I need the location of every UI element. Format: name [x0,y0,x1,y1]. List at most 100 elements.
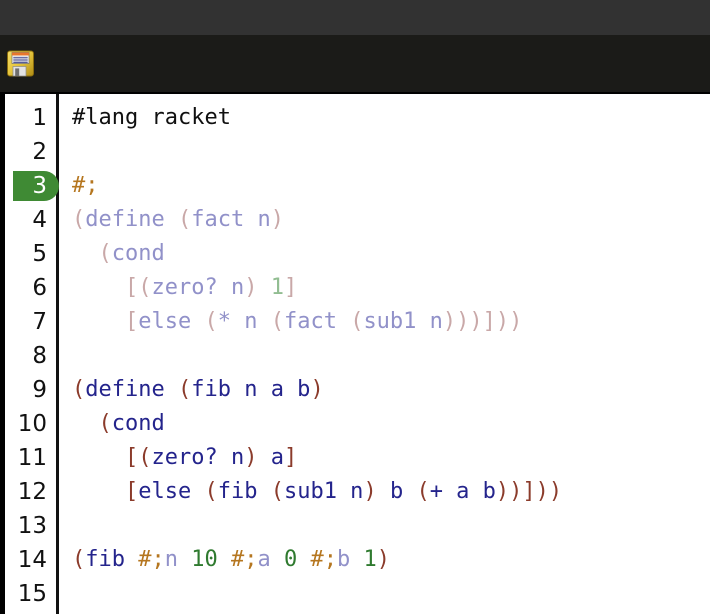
code-token-paren: ) [376,547,390,572]
code-token-paren-f: [( [124,275,152,300]
code-token-paren: ( [270,479,284,504]
code-token-paren: ( [72,377,86,402]
floppy-disk-save-icon[interactable] [6,49,35,78]
line-number-label: 12 [17,479,47,505]
line-number-current[interactable]: 3 [5,169,59,203]
code-token-paren-f: ) [270,207,284,232]
code-token-plain [178,547,191,572]
code-line[interactable]: (define (fact n) [72,203,710,237]
code-token-paren-f: ( [204,309,218,334]
line-number-label: 15 [17,581,47,607]
code-token-paren: ))])) [495,479,563,504]
code-line[interactable]: [else (* n (fact (sub1 n)))])) [72,305,710,339]
code-token-ident-f: zero? n [151,275,245,300]
code-token-paren: ] [283,445,298,470]
line-number[interactable]: 8 [5,339,56,373]
code-line[interactable]: [(zero? n) 1] [72,271,710,305]
code-token-plain [297,547,310,572]
code-line[interactable]: (cond [72,237,710,271]
code-token-ident-f: * n [217,309,271,334]
code-line[interactable]: (fib #;n 10 #;a 0 #;b 1) [72,543,710,577]
code-token-ident: b [389,479,417,504]
line-number[interactable]: 11 [5,441,56,475]
line-number[interactable]: 2 [5,135,56,169]
code-token-num: 0 [283,547,298,572]
line-number-label: 2 [32,139,47,165]
code-token-paren: [( [124,445,152,470]
line-number-label: 10 [17,411,47,437]
code-token-plain [72,445,125,470]
line-number-label: 9 [32,377,47,403]
code-token-ident-f: define [85,207,178,232]
code-line[interactable]: [else (fib (sub1 n) b (+ a b))])) [72,475,710,509]
line-number[interactable]: 7 [5,305,56,339]
code-token-ident: fib n a b [191,377,311,402]
line-number-label: 5 [32,241,47,267]
code-token-ident: define [85,377,178,402]
code-token-ident: sub1 n [283,479,364,504]
code-token-ident-f: n [164,547,178,572]
code-line[interactable] [72,135,710,169]
line-number[interactable]: 4 [5,203,56,237]
code-token-ident: cond [111,411,165,436]
code-token-paren-f: ( [270,309,284,334]
line-number[interactable]: 12 [5,475,56,509]
line-number[interactable]: 9 [5,373,56,407]
code-token-paren: ) [310,377,324,402]
code-token-hash: #; [138,547,165,572]
code-token-plain [72,479,125,504]
code-line[interactable]: #lang racket [72,101,710,135]
code-token-ident: else [138,479,205,504]
code-token-plain [72,241,99,266]
code-token-paren-f: )))])) [442,309,523,334]
code-line[interactable]: #; [72,169,710,203]
code-line[interactable]: (cond [72,407,710,441]
code-token-paren: ) [244,445,271,470]
line-number[interactable]: 10 [5,407,56,441]
code-token-ident-f: else [138,309,205,334]
line-number-label: 4 [32,207,47,233]
code-token-ident-f: fact n [191,207,271,232]
line-number[interactable]: 13 [5,509,56,543]
code-line[interactable] [72,577,710,611]
window-titlebar [0,0,710,35]
code-token-paren-f: ) [244,275,271,300]
line-number[interactable]: 15 [5,577,56,611]
code-token-paren-f: ( [177,207,192,232]
code-token-plain [218,547,231,572]
line-number[interactable]: 14 [5,543,56,577]
code-token-paren: ( [72,547,86,572]
line-number-label: 11 [17,445,47,471]
code-token-paren: ( [416,479,430,504]
code-line[interactable] [72,509,710,543]
code-token-plain [72,309,125,334]
line-number-label: 8 [32,343,47,369]
code-token-paren-f: [ [124,309,139,334]
code-token-plain [72,411,99,436]
line-number-label: 13 [17,513,47,539]
line-number[interactable]: 6 [5,271,56,305]
code-line[interactable] [72,339,710,373]
code-line[interactable]: (define (fib n a b) [72,373,710,407]
code-token-paren: ( [98,411,112,436]
code-token-plain [72,275,125,300]
line-number[interactable]: 1 [5,101,56,135]
code-token-hash: #; [72,173,99,198]
line-number-label: 3 [32,173,47,199]
code-token-plain [271,547,284,572]
line-number-label: 7 [32,309,47,335]
line-number[interactable]: 5 [5,237,56,271]
code-token-plain [350,547,363,572]
code-line[interactable]: [(zero? n) a] [72,441,710,475]
code-token-ident-f: fact [283,309,351,334]
code-token-ident: a [270,445,284,470]
code-token-paren: ) [363,479,390,504]
code-token-ident-f: cond [111,241,165,266]
code-token-paren: ( [204,479,218,504]
code-text-area[interactable]: #lang racket #;(define (fact n) (cond [(… [59,94,710,614]
code-token-paren-f: ( [72,207,86,232]
code-token-ident: + a b [429,479,496,504]
